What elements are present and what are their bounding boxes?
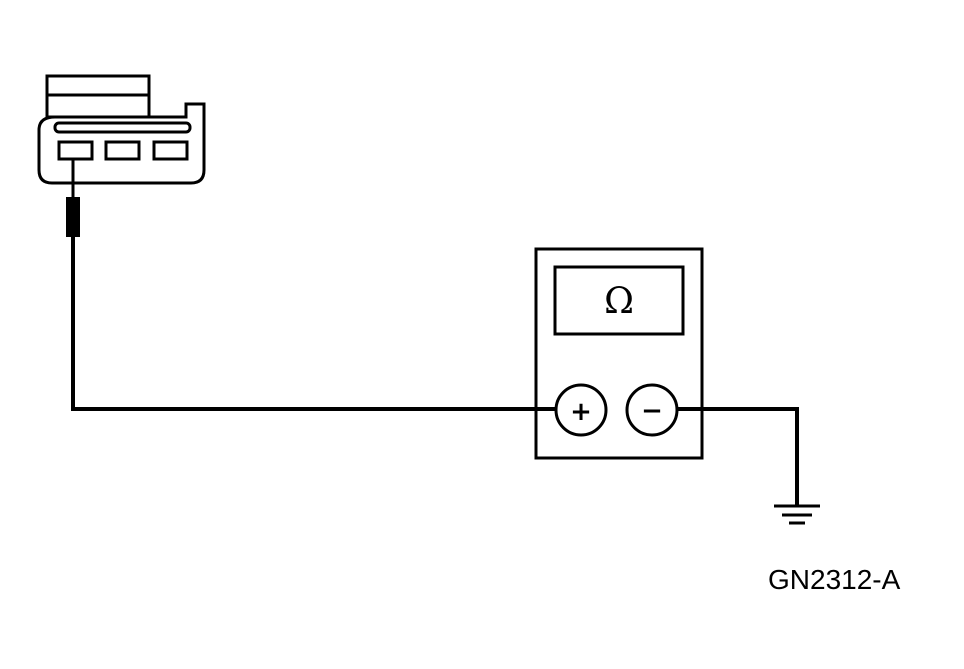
meter-display — [553, 265, 685, 336]
connector-terminal-1 — [57, 140, 94, 161]
negative-sign: − — [641, 396, 663, 426]
connector-terminal-3 — [152, 140, 189, 161]
ohmmeter: Ω + − — [534, 247, 704, 460]
test-lead-positive — [71, 235, 556, 411]
test-probe — [66, 160, 80, 237]
meter-body — [534, 247, 704, 460]
connector-slot — [53, 121, 192, 134]
ohm-symbol: Ω — [604, 281, 634, 322]
ground-symbol — [774, 504, 820, 525]
positive-sign: + — [570, 397, 592, 427]
positive-terminal — [554, 383, 608, 437]
probe-handle — [66, 197, 80, 237]
test-lead-negative — [677, 407, 799, 505]
figure-reference-label: GN2312-A — [768, 564, 901, 595]
connector-body — [37, 102, 206, 185]
connector-terminal-2 — [104, 140, 141, 161]
electrical-connector — [37, 74, 206, 185]
